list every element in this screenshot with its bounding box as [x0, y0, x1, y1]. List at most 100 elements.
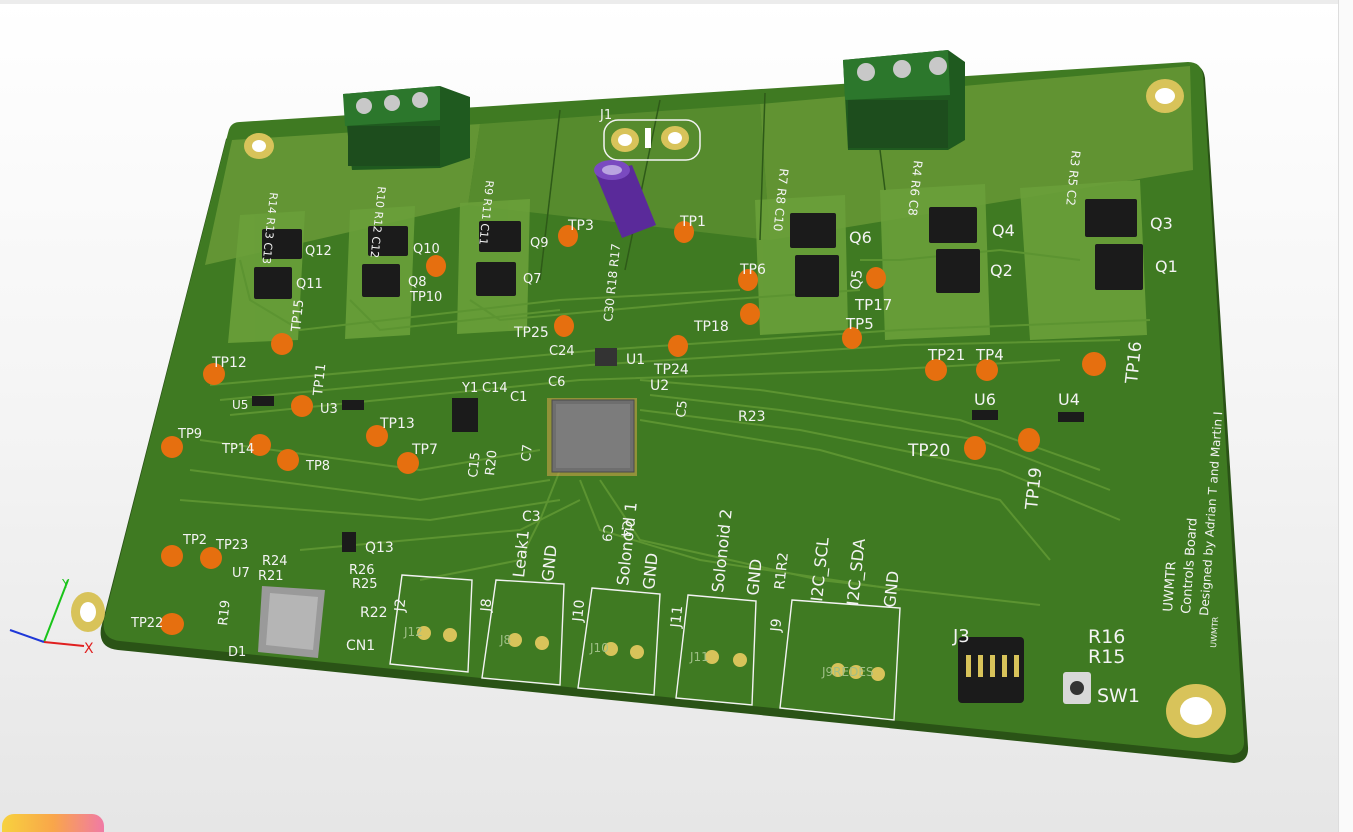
small-ics: [252, 396, 1084, 552]
ref-q1: Q1: [1155, 257, 1178, 276]
ref-r26: R26: [349, 563, 375, 578]
ref-q13: Q13: [365, 540, 394, 556]
ref-tp13: TP13: [379, 416, 415, 432]
j3-header: [958, 637, 1024, 703]
ref-tp14: TP14: [221, 442, 254, 457]
ref-tp12: TP12: [211, 355, 247, 371]
fab-j11: J11: [689, 650, 709, 664]
label-leak: Leak1: [509, 529, 533, 578]
ref-u6: U6: [974, 390, 996, 409]
ref-r16: R16: [1088, 626, 1125, 648]
ref-c7: C7: [519, 444, 536, 463]
ref-tp25: TP25: [513, 325, 549, 341]
ref-u3: U3: [320, 402, 338, 417]
ref-tp2: TP2: [182, 533, 207, 548]
ref-tp23: TP23: [215, 538, 248, 553]
ref-tp24: TP24: [653, 362, 689, 378]
ref-tp18: TP18: [693, 319, 729, 335]
ref-r15: R15: [1088, 646, 1125, 668]
ref-r4r6c8: R4 R6 C8: [905, 160, 925, 217]
ref-u5: U5: [232, 398, 248, 412]
ref-r23: R23: [738, 409, 766, 425]
ref-tp21: TP21: [927, 346, 965, 364]
crystal-y1: [452, 398, 478, 432]
ref-sw1: SW1: [1097, 685, 1140, 707]
ref-c15: C15: [466, 451, 484, 478]
taskbar-app-icon[interactable]: [2, 814, 104, 832]
ref-tp8: TP8: [305, 459, 330, 474]
mosfets: [254, 199, 1143, 299]
ref-d1: D1: [228, 645, 246, 660]
ref-r22: R22: [360, 605, 388, 621]
ref-r24: R24: [262, 554, 288, 569]
axis-x-label: X: [84, 641, 94, 657]
ref-tp3: TP3: [567, 218, 594, 234]
ref-c24: C24: [549, 344, 575, 359]
ref-tp15: TP15: [289, 299, 307, 334]
ref-tp7: TP7: [411, 442, 438, 458]
fab-j12: J12: [403, 625, 423, 639]
fab-j10: J10: [589, 641, 609, 655]
zone-dividers: [539, 92, 886, 281]
ref-u1: U1: [626, 352, 645, 368]
usb-c-connector: [258, 586, 325, 658]
rotated-silk-labels: J2 J8 J10 J11 J9 Leak1 GND Solonoid 1 GN…: [216, 150, 1225, 648]
bottom-connector-outlines: [389, 574, 901, 721]
ref-q10: Q10: [413, 242, 440, 257]
ref-j1: J1: [599, 108, 612, 123]
ref-c9: C9: [598, 524, 615, 543]
fab-j8: J8: [499, 633, 511, 647]
ref-j11: J11: [668, 605, 686, 629]
ref-r25: R25: [352, 577, 378, 592]
ref-q3: Q3: [1150, 214, 1173, 233]
board-logo-text: UWMTR: [1209, 616, 1220, 648]
ref-u7: U7: [232, 566, 250, 581]
label-gnd-1: GND: [538, 544, 561, 582]
ref-c3: C3: [522, 509, 541, 525]
ref-tp20: TP20: [907, 441, 950, 461]
ref-q2: Q2: [990, 261, 1013, 280]
ref-u4: U4: [1058, 390, 1080, 409]
label-gnd-3: GND: [743, 558, 766, 596]
axis-y-label: Y: [61, 577, 70, 591]
ref-j10: J10: [570, 599, 588, 623]
ref-j9: J9: [768, 618, 785, 634]
ref-j2: J2: [392, 598, 409, 614]
axis-gizmo: [9, 579, 85, 647]
ref-c1: C1: [510, 390, 527, 405]
ref-tp17: TP17: [854, 296, 892, 314]
mcu-chip: [547, 398, 637, 476]
ref-q12: Q12: [305, 244, 332, 259]
ref-u2: U2: [650, 378, 669, 394]
ref-c5: C5: [674, 400, 691, 419]
label-gnd-4: GND: [880, 570, 903, 608]
ref-tp9: TP9: [177, 427, 202, 442]
connector-pads: [417, 626, 885, 681]
screw-terminal-right: [843, 50, 965, 150]
window-top-edge: [0, 0, 1353, 4]
silkscreen-labels: J1 Q3 Q1 Q4 Q2 Q6 Q9 Q10 Q12 Q11 Q8 Q7 Q…: [130, 108, 1178, 707]
test-points: [160, 221, 1106, 635]
ref-c4: C4: [617, 520, 634, 539]
sw1-button: [1063, 672, 1091, 704]
ref-tp1: TP1: [679, 214, 706, 230]
ref-c6: C6: [548, 375, 565, 390]
ref-j3: J3: [952, 626, 970, 647]
fab-j9: J9REDES: [821, 665, 874, 679]
fab-labels: J12 J8 J10 J11 J9REDES: [403, 625, 874, 679]
ref-c14: C14: [482, 381, 508, 396]
ref-q7: Q7: [523, 272, 542, 287]
j1-connector: [603, 119, 701, 161]
ref-q8: Q8: [408, 275, 427, 290]
ref-tp16: TP16: [1122, 340, 1146, 385]
ref-r21: R21: [258, 569, 284, 584]
ref-q11: Q11: [296, 277, 323, 292]
ref-j8: J8: [478, 598, 495, 614]
electrolytic-capacitor: [594, 160, 656, 238]
board-title-line1: UWMTR: [1161, 561, 1179, 612]
ref-r20: R20: [483, 449, 501, 476]
board-title-line2: Controls Board: [1179, 517, 1201, 614]
ref-tp19: TP19: [1022, 466, 1046, 511]
